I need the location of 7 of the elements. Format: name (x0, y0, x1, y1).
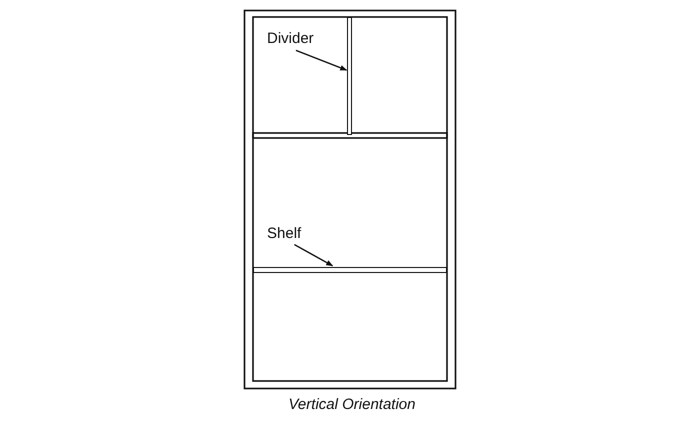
shelf-board (253, 267, 447, 273)
caption: Vertical Orientation (287, 396, 416, 413)
part-label: Divider (267, 30, 314, 47)
leader-line (294, 244, 334, 266)
leader-line (296, 50, 348, 71)
part-label: Shelf (267, 225, 302, 242)
divider-panel (347, 17, 352, 135)
